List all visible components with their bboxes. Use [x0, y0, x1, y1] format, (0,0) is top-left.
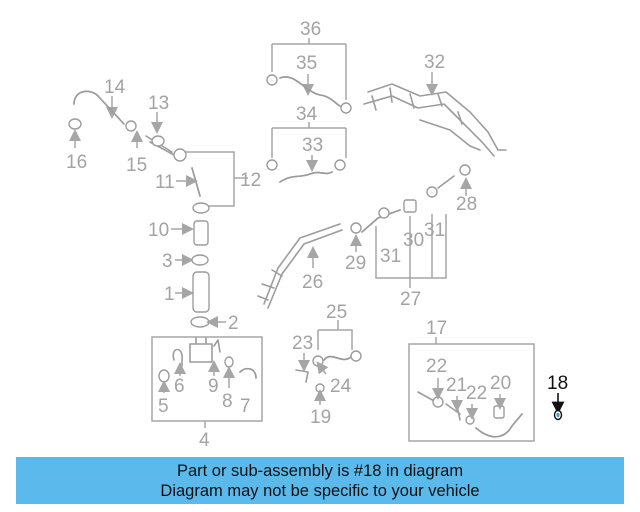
- callout-27: 27: [400, 289, 421, 310]
- callout-13: 13: [148, 93, 169, 114]
- callout-3: 3: [162, 251, 173, 272]
- callout-9: 9: [208, 376, 219, 397]
- callout-7: 7: [240, 396, 251, 417]
- banner-line-2: Diagram may not be specific to your vehi…: [160, 481, 480, 500]
- callout-32: 32: [424, 52, 445, 73]
- part-group-4-box: [151, 336, 263, 428]
- callout-29: 29: [345, 253, 366, 274]
- callout-22a: 22: [426, 356, 447, 377]
- callout-35: 35: [296, 53, 317, 74]
- banner-line-1: Part or sub-assembly is #18 in diagram: [176, 461, 464, 480]
- parts-10-3-1-2: [171, 220, 226, 328]
- callout-17: 17: [426, 318, 447, 339]
- callout-6: 6: [174, 376, 185, 397]
- callout-25: 25: [326, 302, 347, 323]
- callout-30: 30: [403, 230, 424, 251]
- callout-28: 28: [456, 194, 477, 215]
- callout-11: 11: [155, 172, 175, 193]
- callout-5: 5: [158, 396, 169, 417]
- callout-24: 24: [330, 376, 352, 397]
- callout-12: 12: [240, 170, 261, 191]
- callout-18: 18: [547, 373, 568, 394]
- part-group-17-box: [408, 337, 535, 442]
- callout-26: 26: [302, 272, 323, 293]
- callout-19: 19: [310, 407, 331, 428]
- part-14-hose: [68, 90, 177, 157]
- callout-21: 21: [446, 375, 467, 396]
- part-26-pipe: [257, 223, 343, 309]
- callout-2: 2: [228, 313, 239, 334]
- info-banner: Part or sub-assembly is #18 in diagram D…: [16, 457, 624, 504]
- callout-20: 20: [490, 373, 511, 394]
- part-32: [363, 72, 507, 157]
- callout-10: 10: [148, 220, 169, 241]
- callout-33: 33: [302, 135, 323, 156]
- callout-34: 34: [296, 104, 318, 125]
- part-group-36: [266, 38, 352, 114]
- callout-31a: 31: [380, 246, 401, 267]
- callout-22b: 22: [466, 383, 487, 404]
- callout-23: 23: [292, 333, 313, 354]
- part-group-12: [173, 148, 248, 214]
- callout-31b: 31: [424, 220, 445, 241]
- part-group-25: [295, 320, 362, 405]
- part-group-27: [350, 164, 472, 288]
- part-group-34: [266, 122, 347, 183]
- callout-labels: 36 35 34 33 32 14 13 16 15 11 12 10 3 1 …: [66, 19, 568, 451]
- callout-15: 15: [126, 155, 147, 176]
- callout-1: 1: [164, 284, 175, 305]
- callout-14: 14: [104, 77, 126, 98]
- callout-36: 36: [300, 19, 321, 40]
- callout-16: 16: [66, 152, 87, 173]
- callout-8: 8: [222, 391, 233, 412]
- part-18-highlight: [551, 393, 565, 421]
- callout-4: 4: [199, 430, 210, 451]
